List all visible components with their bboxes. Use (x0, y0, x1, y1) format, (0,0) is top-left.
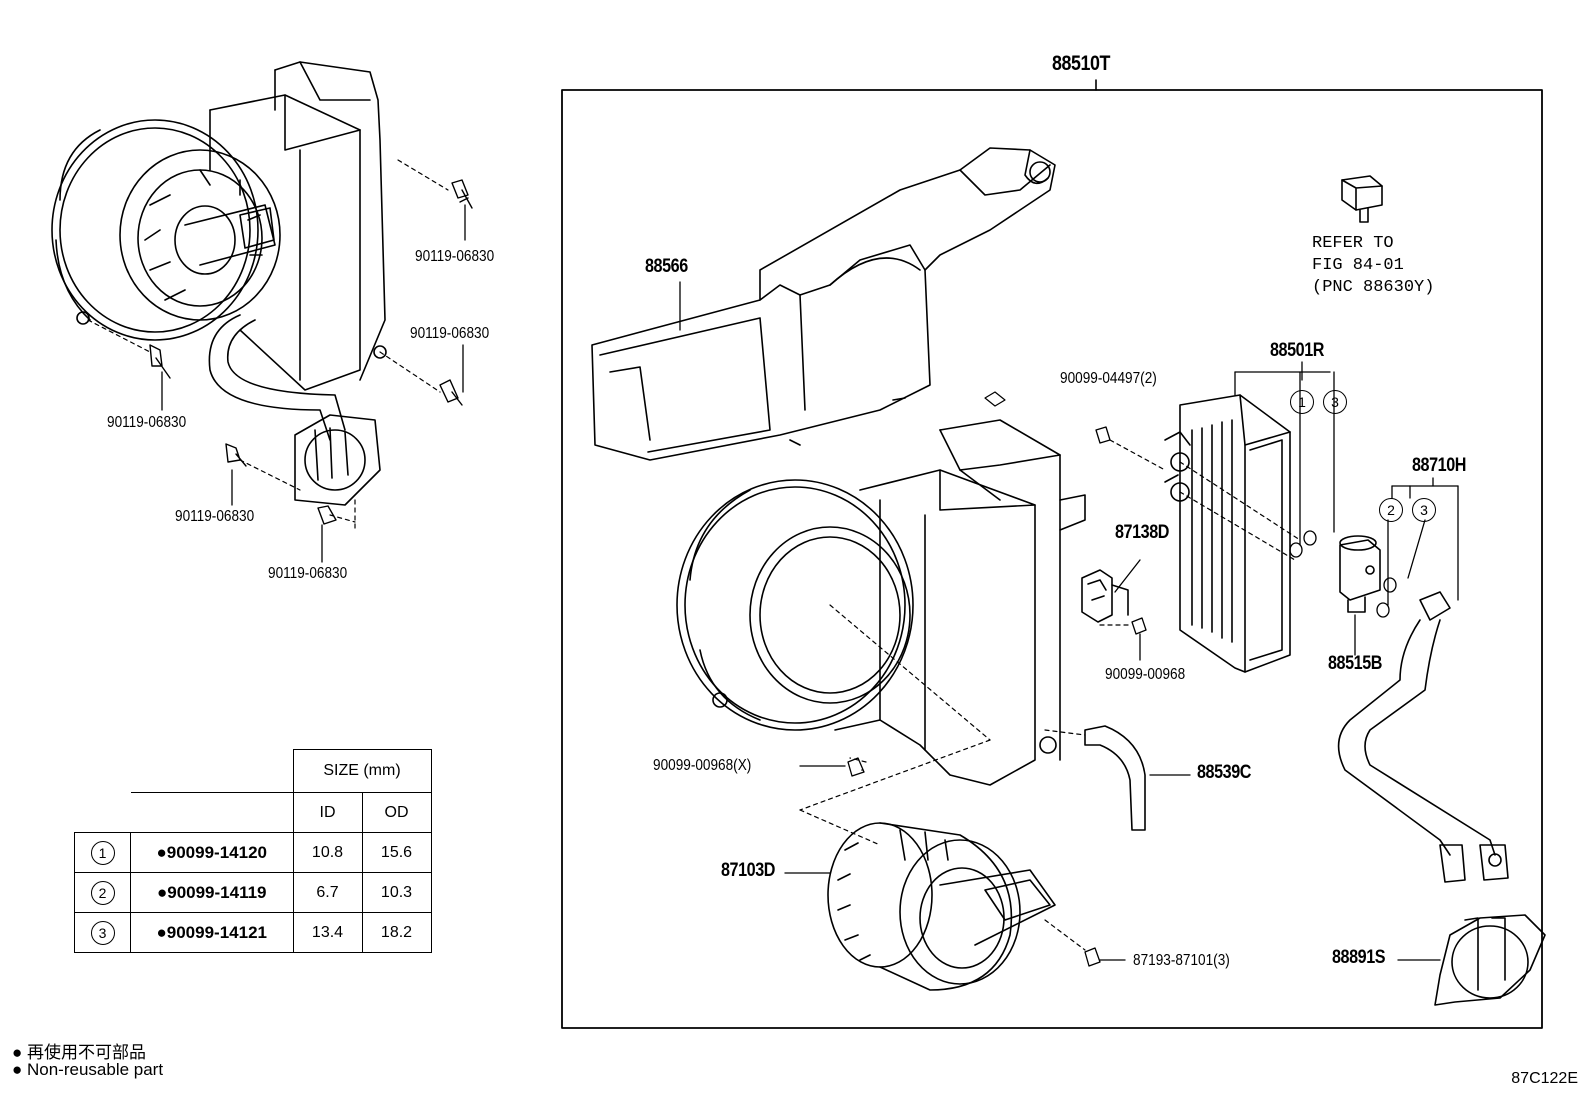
size-id: 6.7 (292, 872, 363, 913)
row-number: 3 (90, 920, 115, 945)
part-number: ●90099-14121 (130, 912, 294, 953)
callout-88510T: 88510T (1052, 52, 1110, 75)
size-od: 10.3 (361, 872, 432, 913)
callout-88539C: 88539C (1197, 762, 1252, 783)
part-number: ●90099-14120 (130, 832, 294, 873)
row-number: 1 (90, 840, 115, 865)
size-id: 13.4 (292, 912, 363, 953)
figure-code: 87C122E (1511, 1070, 1578, 1087)
callout-88515B: 88515B (1328, 653, 1383, 674)
refer-note-line3: (PNC 88630Y) (1312, 278, 1435, 297)
hose-drawing (1084, 725, 1146, 831)
left-bolts (149, 179, 473, 525)
callout-90119-06830-e: 90119-06830 (268, 565, 348, 582)
table-row: 3 ●90099-14121 13.4 18.2 (74, 912, 432, 953)
callout-90119-06830-b: 90119-06830 (410, 325, 490, 342)
legend-non-reusable-jp: ● 再使用不可部品 (12, 1043, 146, 1062)
assembly-frame (561, 89, 1543, 1029)
col-id: ID (292, 792, 363, 833)
refer-note-line1: REFER TO (1312, 234, 1394, 253)
oring-circle-3-evap: 3 (1323, 390, 1347, 414)
switch-drawing (1341, 175, 1383, 223)
callout-87103D: 87103D (721, 860, 776, 881)
size-header: SIZE (mm) (292, 749, 432, 793)
callout-88566: 88566 (645, 256, 688, 277)
oring-circle-3-tube: 3 (1412, 498, 1436, 522)
callout-90119-06830-a: 90119-06830 (415, 248, 495, 265)
evaporator-drawing (1164, 394, 1291, 673)
oring-circle-1-evap: 1 (1290, 390, 1314, 414)
legend-non-reusable-en: ● Non-reusable part (12, 1060, 164, 1079)
duct-88566-drawing (591, 147, 1056, 461)
col-od: OD (361, 792, 432, 833)
callout-90099-00968: 90099-00968 (1105, 666, 1186, 683)
callout-90119-06830-d: 90119-06830 (175, 508, 255, 525)
callout-87193-87101: 87193-87101(3) (1133, 952, 1230, 969)
oring-circle-2-tube: 2 (1379, 498, 1403, 522)
table-row: 2 ●90099-14119 6.7 10.3 (74, 872, 432, 913)
callout-88891S: 88891S (1332, 947, 1386, 968)
row-number: 2 (90, 880, 115, 905)
resistor-drawing (1081, 569, 1129, 623)
callout-90099-00968-x: 90099-00968(X) (653, 757, 752, 774)
callout-87138D: 87138D (1115, 522, 1170, 543)
size-od: 15.6 (361, 832, 432, 873)
callout-88501R: 88501R (1270, 340, 1325, 361)
size-od: 18.2 (361, 912, 432, 953)
blower-motor-drawing (827, 822, 1056, 991)
part-number: ●90099-14119 (130, 872, 294, 913)
callout-88710H: 88710H (1412, 455, 1467, 476)
callout-90099-04497: 90099-04497(2) (1060, 370, 1157, 387)
table-row: 1 ●90099-14120 10.8 15.6 (74, 832, 432, 873)
callout-90119-06830-c: 90119-06830 (107, 414, 187, 431)
valve-drawing (1339, 535, 1381, 613)
tube-drawing (1337, 591, 1509, 883)
case-drawing (676, 419, 1086, 786)
refer-note-line2: FIG 84-01 (1312, 256, 1404, 275)
o-ring-size-table: SIZE (mm) ID OD 1 ●90099-14120 10.8 15.6… (74, 749, 432, 953)
left-assembly-drawing (51, 61, 387, 506)
size-id: 10.8 (292, 832, 363, 873)
grommet-drawing (1434, 914, 1546, 1006)
